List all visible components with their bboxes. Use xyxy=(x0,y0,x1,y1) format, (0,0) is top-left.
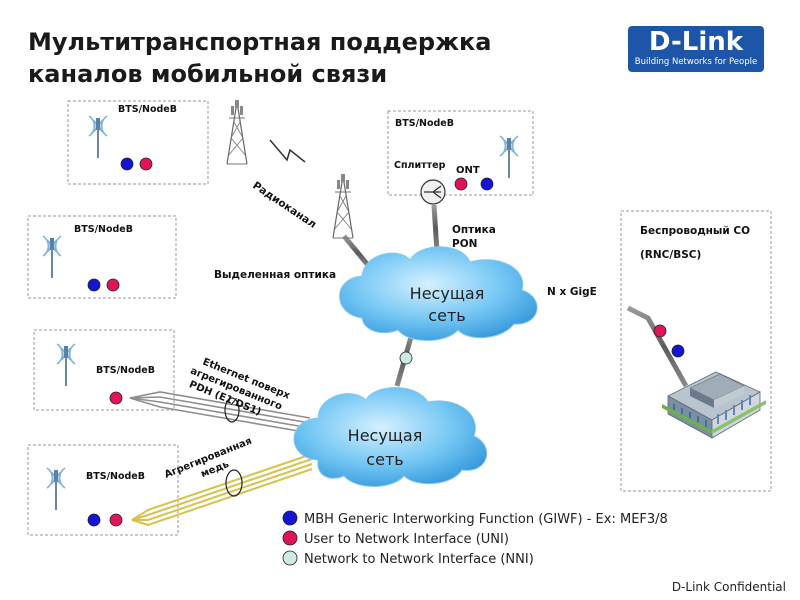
radio-zigzag xyxy=(269,139,306,163)
uni-marker xyxy=(139,157,153,171)
tower-icon xyxy=(226,99,248,165)
bts2-label: BTS/NodeB xyxy=(74,224,133,235)
giwf-marker xyxy=(120,157,134,171)
antenna-icon xyxy=(56,343,76,387)
title-line-1: Мультитранспортная поддержка xyxy=(28,28,492,56)
optical-pon-label-2: PON xyxy=(452,238,477,250)
site-box-pon xyxy=(387,110,534,196)
optical-pon-label-1: Оптика xyxy=(452,224,496,236)
co-label-1: Беспроводный CO xyxy=(640,225,750,237)
co-label-2: (RNC/BSC) xyxy=(640,249,701,261)
logo-name: D-Link xyxy=(648,27,744,57)
dedicated-fiber-label: Выделенная оптика xyxy=(214,269,336,281)
pdh-bundle-ring xyxy=(224,397,240,423)
gige-label: N x GigE xyxy=(547,286,597,298)
site-box-co xyxy=(620,210,772,492)
antenna-icon xyxy=(499,135,519,179)
central-office-building-icon xyxy=(662,371,766,439)
tower-icon xyxy=(332,173,354,239)
footer-confidential: D-Link Confidential xyxy=(671,580,786,594)
giwf-marker xyxy=(671,344,685,358)
site-box-bts1 xyxy=(67,100,209,185)
uni-marker xyxy=(454,177,468,191)
bts5-label: BTS/NodeB xyxy=(395,118,454,129)
uni-marker xyxy=(109,513,123,527)
uni-marker xyxy=(653,324,667,338)
pdh-bundle xyxy=(129,391,311,434)
bts3-label: BTS/NodeB xyxy=(96,365,155,376)
splitter-icon xyxy=(420,179,446,205)
cloud-lower-line2: сеть xyxy=(366,450,403,469)
link-co-drop xyxy=(626,305,689,388)
uni-marker xyxy=(109,391,123,405)
cloud-upper-line2: сеть xyxy=(428,306,465,325)
cloud-lower-line1: Несущая xyxy=(348,426,423,445)
antenna-icon xyxy=(46,467,66,511)
site-box-bts4 xyxy=(27,444,179,536)
legend-uni-dot xyxy=(282,530,298,546)
giwf-marker xyxy=(87,513,101,527)
legend: MBH Generic Interworking Function (GIWF)… xyxy=(282,510,668,567)
bts1-label: BTS/NodeB xyxy=(118,104,177,115)
legend-nni-label: Network to Network Interface (NNI) xyxy=(304,552,534,567)
cloud-upper-line1: Несущая xyxy=(410,284,485,303)
legend-giwf-label: MBH Generic Interworking Function (GIWF)… xyxy=(304,512,668,527)
legend-giwf-dot xyxy=(282,510,298,526)
cloud-lower: Несущая сеть xyxy=(293,387,488,487)
giwf-marker xyxy=(87,278,101,292)
dlink-logo: D-Link Building Networks for People xyxy=(628,26,764,72)
link-optical-pon xyxy=(431,204,440,253)
splitter-label: Сплиттер xyxy=(394,160,446,171)
site-box-bts3 xyxy=(33,329,175,411)
giwf-marker xyxy=(480,177,494,191)
uni-marker xyxy=(106,278,120,292)
logo-tagline: Building Networks for People xyxy=(634,57,758,67)
title-line-2: каналов мобильной связи xyxy=(28,60,388,88)
copper-bundle-ring xyxy=(225,469,243,497)
legend-uni-label: User to Network Interface (UNI) xyxy=(304,532,509,547)
radio-label: Радиоканал xyxy=(250,180,318,231)
bts4-label: BTS/NodeB xyxy=(86,471,145,482)
antenna-icon xyxy=(42,235,62,279)
antenna-icon xyxy=(88,115,108,159)
nni-marker xyxy=(399,351,413,365)
legend-nni-dot xyxy=(282,550,298,566)
copper-bundle xyxy=(131,453,313,527)
ont-label: ONT xyxy=(456,165,480,176)
cloud-upper: Несущая сеть xyxy=(339,246,538,341)
interface-markers xyxy=(87,157,685,527)
slide-title: Мультитранспортная поддержка каналов моб… xyxy=(28,26,491,90)
